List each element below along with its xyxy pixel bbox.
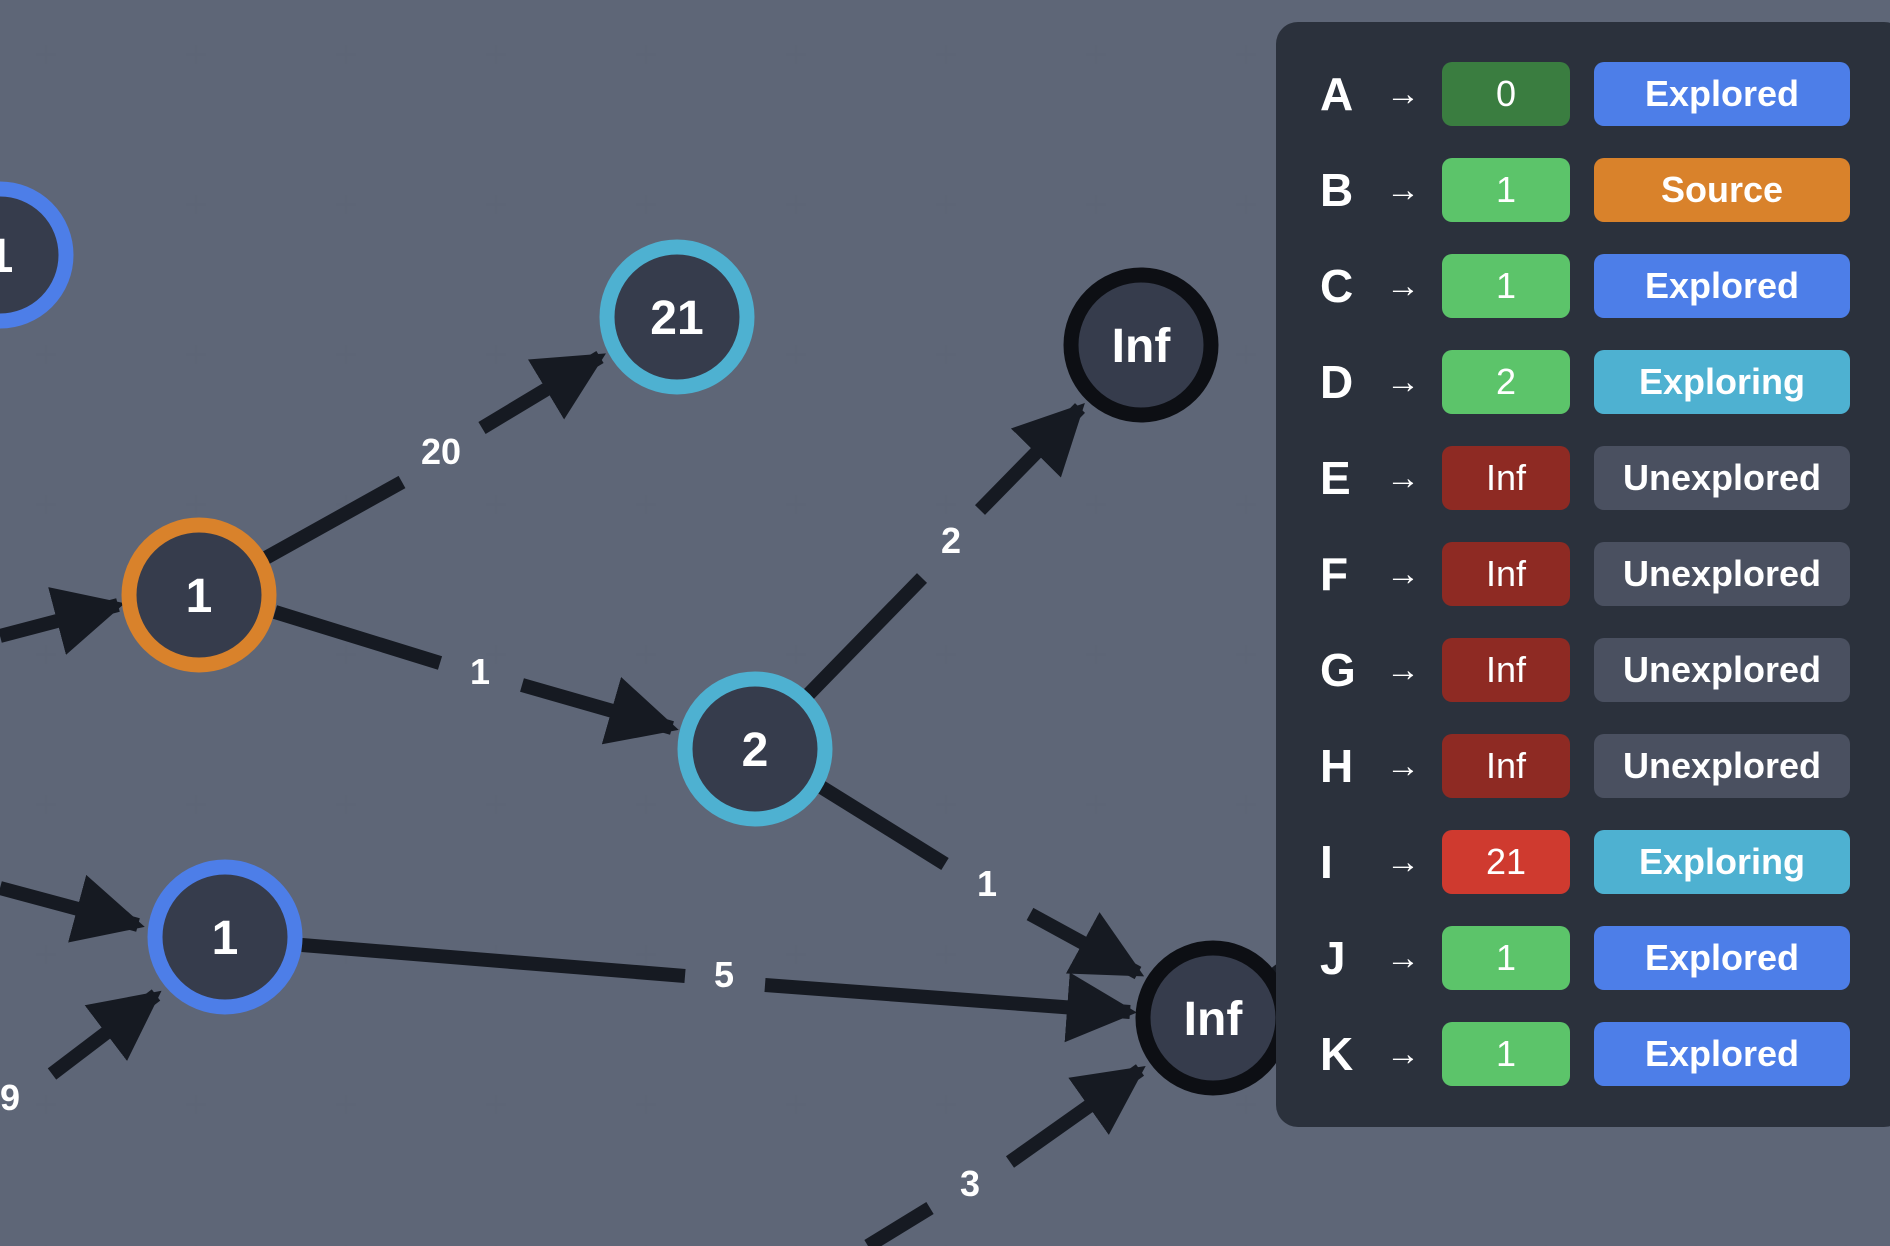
arrow-right-icon: →: [1386, 75, 1420, 113]
svg-text:1: 1: [212, 912, 239, 965]
edge-blue1-to-infbottom-b: [764, 972, 1137, 1043]
edge-2-to-inftop: [799, 573, 928, 703]
svg-text:Inf: Inf: [1184, 993, 1244, 1046]
edge-9-to-blue1: [47, 989, 162, 1080]
edge-2-to-infbottom: [814, 779, 949, 870]
svg-text:2: 2: [742, 724, 769, 777]
edge-source-to-21: [258, 475, 406, 567]
distance-badge: 2: [1442, 350, 1570, 414]
status-badge: Unexplored: [1594, 734, 1850, 798]
svg-text:21: 21: [650, 292, 703, 345]
svg-text:1: 1: [186, 570, 213, 623]
distance-badge: 1: [1442, 254, 1570, 318]
edge-label-20: 20: [421, 431, 461, 472]
distance-badge: Inf: [1442, 638, 1570, 702]
edge-label-1-b: 1: [977, 863, 997, 904]
status-badge: Exploring: [1594, 830, 1850, 894]
table-row: E → Inf Unexplored: [1276, 446, 1890, 510]
node-21[interactable]: 21: [599, 239, 755, 395]
arrow-right-icon: →: [1386, 843, 1420, 881]
node-2[interactable]: 2: [677, 671, 833, 827]
node-name-label: H: [1320, 740, 1354, 792]
table-row: B → 1 Source: [1276, 158, 1890, 222]
node-name-label: K: [1320, 1028, 1354, 1080]
distance-badge: Inf: [1442, 446, 1570, 510]
table-row: G → Inf Unexplored: [1276, 638, 1890, 702]
edge-into-blue1: [0, 874, 145, 943]
status-badge: Explored: [1594, 254, 1850, 318]
table-row: J → 1 Explored: [1276, 926, 1890, 990]
table-row: I → 21 Exploring: [1276, 830, 1890, 894]
edge-bottom-to-infbottom: [864, 1202, 934, 1246]
edge-label-5: 5: [714, 954, 734, 995]
distance-badge: 1: [1442, 158, 1570, 222]
node-1-blue[interactable]: 1: [147, 859, 303, 1015]
node-name-label: E: [1320, 452, 1351, 504]
node-name-label: B: [1320, 164, 1354, 216]
edge-into-source: [0, 587, 125, 655]
node-source[interactable]: 1: [121, 517, 277, 673]
status-badge: Explored: [1594, 926, 1850, 990]
edge-label-9: 9: [0, 1077, 20, 1118]
status-badge: Explored: [1594, 1022, 1850, 1086]
node-inf-top[interactable]: Inf: [1063, 267, 1219, 423]
distance-badge: Inf: [1442, 734, 1570, 798]
distance-badge: 0: [1442, 62, 1570, 126]
status-badge: Unexplored: [1594, 446, 1850, 510]
arrow-right-icon: →: [1386, 939, 1420, 977]
edge-label-3: 3: [960, 1163, 980, 1204]
node-name-label: G: [1320, 644, 1356, 696]
status-badge: Source: [1594, 158, 1850, 222]
edge-blue1-to-infbottom: [301, 938, 686, 983]
node-name-label: A: [1320, 68, 1354, 120]
arrow-right-icon: →: [1386, 555, 1420, 593]
arrow-right-icon: →: [1386, 651, 1420, 689]
node-name-label: C: [1320, 260, 1354, 312]
distance-badge: 1: [1442, 926, 1570, 990]
edge-source-to-2: [272, 605, 443, 670]
edge-bottom-to-infbottom-b: [1005, 1064, 1146, 1168]
edge-source-to-2-b: [520, 676, 679, 745]
arrow-right-icon: →: [1386, 267, 1420, 305]
table-row: K → 1 Explored: [1276, 1022, 1890, 1086]
arrow-right-icon: →: [1386, 171, 1420, 209]
table-row: D → 2 Exploring: [1276, 350, 1890, 414]
table-row: H → Inf Unexplored: [1276, 734, 1890, 798]
node-inf-bottom[interactable]: Inf: [1135, 940, 1291, 1096]
table-row: C → 1 Explored: [1276, 254, 1890, 318]
table-row: A → 0 Explored: [1276, 62, 1890, 126]
node-name-label: F: [1320, 548, 1349, 600]
node-left-partial[interactable]: 1: [0, 181, 74, 329]
arrow-right-icon: →: [1386, 363, 1420, 401]
distance-badge: 21: [1442, 830, 1570, 894]
node-name-label: J: [1320, 932, 1346, 984]
svg-text:1: 1: [0, 230, 13, 283]
edge-2-to-inftop-b: [975, 403, 1085, 515]
edge-2-to-infbottom-b: [1026, 907, 1145, 980]
svg-text:Inf: Inf: [1112, 320, 1172, 373]
edge-source-to-21-b: [478, 351, 606, 434]
status-badge: Exploring: [1594, 350, 1850, 414]
edge-label-2: 2: [941, 520, 961, 561]
distance-badge: 1: [1442, 1022, 1570, 1086]
distance-badge: Inf: [1442, 542, 1570, 606]
arrow-right-icon: →: [1386, 459, 1420, 497]
node-name-label: I: [1320, 836, 1333, 888]
status-badge: Explored: [1594, 62, 1850, 126]
table-row: F → Inf Unexplored: [1276, 542, 1890, 606]
node-name-label: D: [1320, 356, 1354, 408]
status-badge: Unexplored: [1594, 542, 1850, 606]
arrow-right-icon: →: [1386, 747, 1420, 785]
edge-label-1-a: 1: [470, 651, 490, 692]
arrow-right-icon: →: [1386, 1035, 1420, 1073]
status-badge: Unexplored: [1594, 638, 1850, 702]
